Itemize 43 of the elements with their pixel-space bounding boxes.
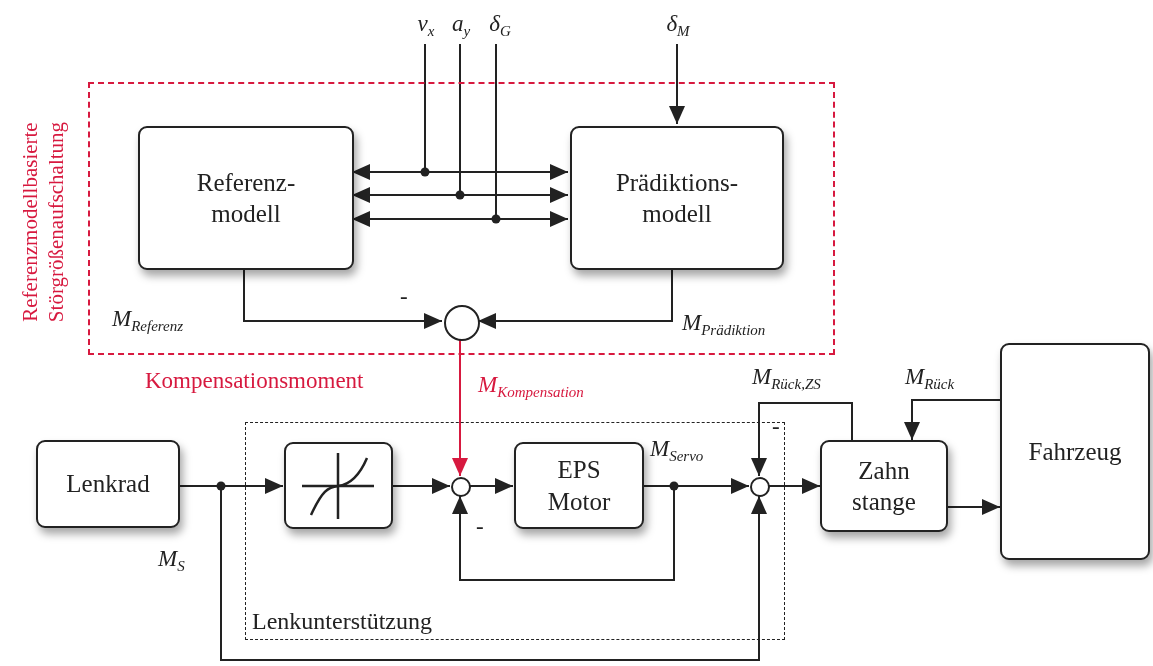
arrow	[391, 478, 451, 494]
characteristic-block	[284, 442, 393, 529]
signal-label: M$_{Rück}$	[905, 364, 955, 393]
process-block	[820, 440, 948, 532]
signal-label: M$_{Prädiktion}$	[682, 310, 766, 339]
block-label: Fahrzeug	[1028, 436, 1122, 467]
arrow	[669, 43, 685, 125]
signal-label: v$_{x}$	[417, 10, 435, 40]
signal-label: M$_{Rück,ZS}$	[752, 364, 821, 393]
block-label: Referenz- modell	[195, 167, 297, 229]
signal-label: M$_{S}$	[158, 546, 185, 575]
arrow	[768, 478, 821, 494]
summing-junction	[444, 305, 480, 341]
sign-label: -	[772, 414, 780, 440]
arrow	[751, 402, 853, 477]
arrow	[947, 499, 1001, 515]
signal-label: M$_{Referenz}$	[112, 306, 184, 335]
process-block	[514, 442, 644, 529]
signal-label: a$_{y}$	[451, 10, 471, 40]
process-block	[1000, 343, 1150, 560]
block-label: EPS Motor	[546, 455, 612, 517]
dashed-group-frame	[245, 422, 785, 640]
process-block	[138, 126, 354, 270]
arrow	[904, 399, 1001, 441]
arrow	[243, 267, 443, 329]
process-block	[36, 440, 180, 528]
block-label: Zahn stange	[851, 455, 917, 517]
sign-label: -	[476, 514, 484, 540]
arrow	[452, 338, 468, 477]
signal-label: δ$_{M}$	[666, 10, 690, 40]
signal-label: M$_{Kompensation}$	[478, 372, 584, 401]
signal-label: M$_{Servo}$	[650, 436, 704, 465]
arrow	[469, 478, 514, 494]
signal-name: Kompensationsmoment	[145, 368, 364, 394]
group-title: Lenkunterstützung	[252, 608, 432, 635]
signal-label: δ$_{G}$	[489, 10, 511, 40]
block-label: Prädiktions- modell	[614, 167, 740, 229]
summing-junction	[451, 477, 471, 497]
process-block	[570, 126, 784, 270]
block-label: Lenkrad	[66, 469, 150, 500]
group-title: Referenzmodellbasierte Störgrößenaufschaltung	[17, 120, 69, 325]
sign-label: -	[400, 284, 408, 310]
summing-junction	[750, 477, 770, 497]
